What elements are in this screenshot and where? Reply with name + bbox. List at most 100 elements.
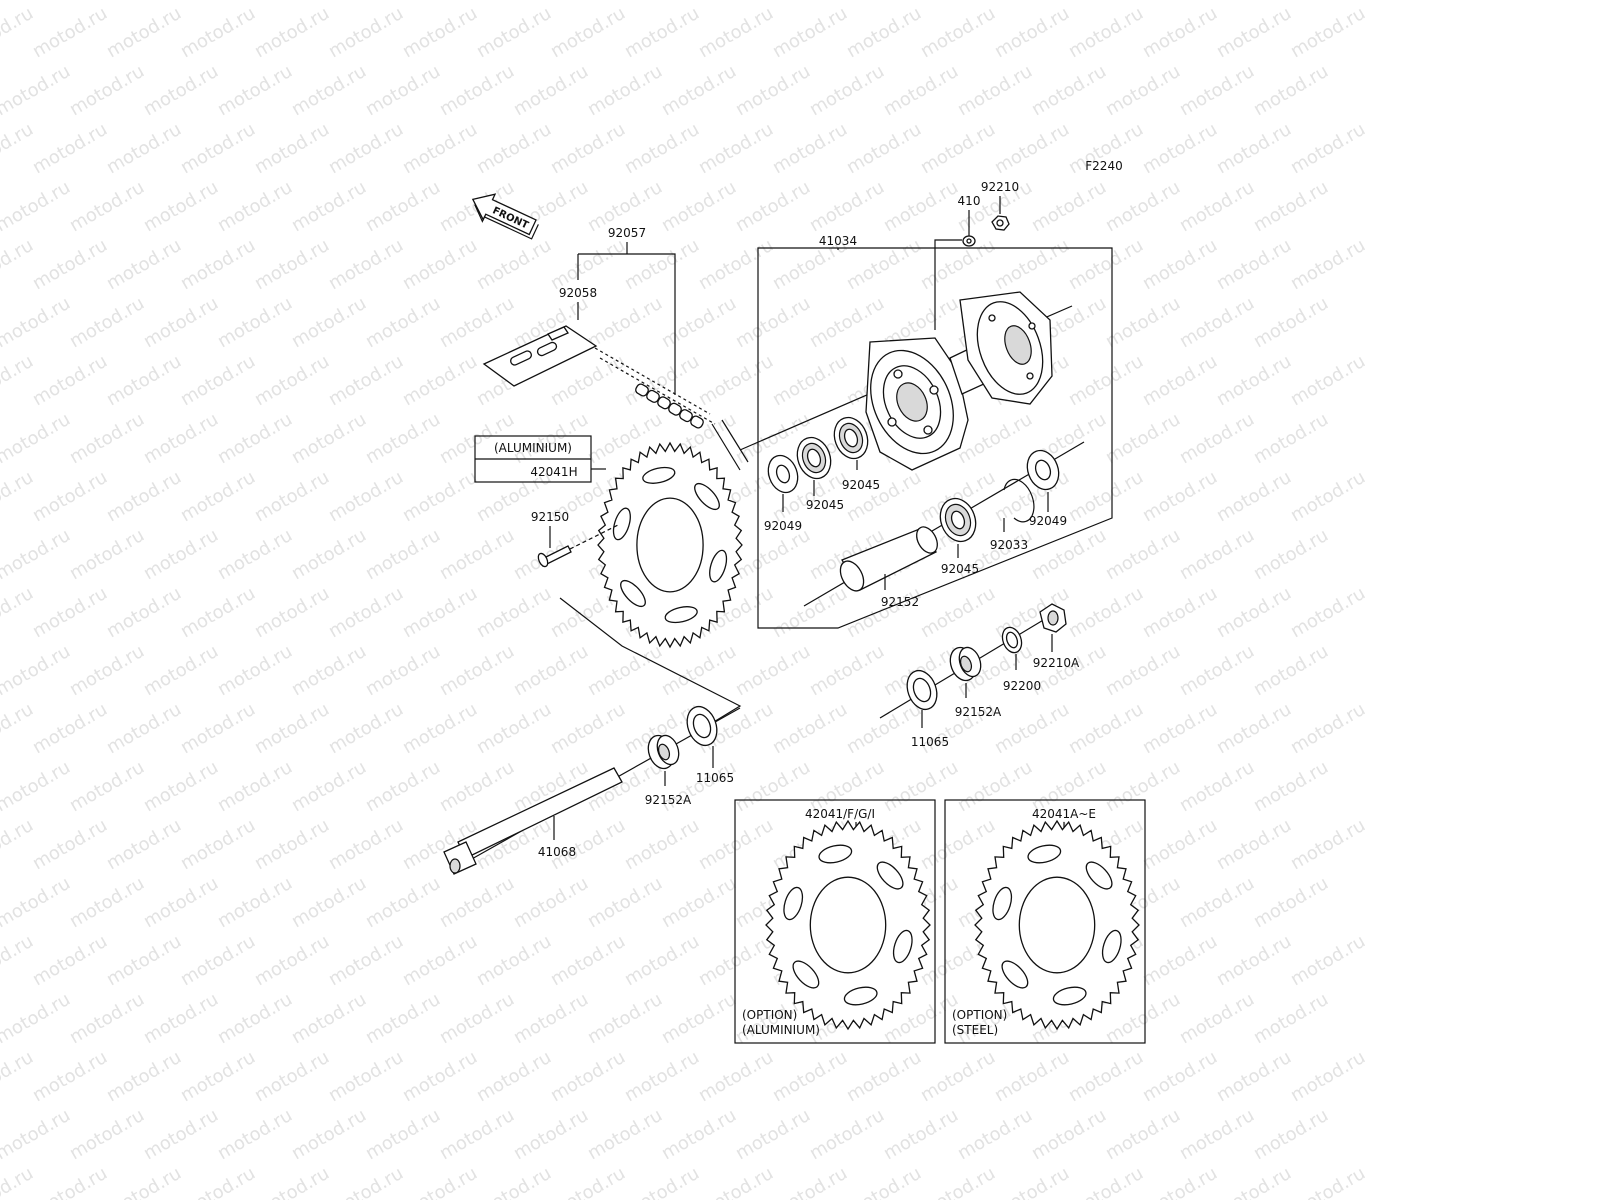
watermark-text: motod.ru	[29, 583, 111, 642]
watermark-text: motod.ru	[954, 757, 1036, 816]
watermark-text: motod.ru	[843, 583, 925, 642]
watermark-text: motod.ru	[436, 0, 518, 4]
watermark-text: motod.ru	[1250, 409, 1332, 468]
chain-link	[668, 402, 682, 416]
watermark-text: motod.ru	[1065, 1047, 1147, 1106]
watermark-text: motod.ru	[0, 989, 74, 1048]
watermark-text: motod.ru	[1287, 1163, 1369, 1200]
watermark-text: motod.ru	[584, 873, 666, 932]
watermark-text: motod.ru	[436, 293, 518, 352]
watermark-text: motod.ru	[362, 525, 444, 584]
watermark-text: motod.ru	[29, 1163, 111, 1200]
watermark-text: motod.ru	[1213, 1163, 1295, 1200]
watermark-text: motod.ru	[214, 409, 296, 468]
watermark-text: motod.ru	[66, 757, 148, 816]
watermark-text: motod.ru	[473, 583, 555, 642]
sprocket-hole	[1001, 960, 1029, 989]
sprocket-hole	[992, 886, 1013, 921]
watermark-text: motod.ru	[251, 583, 333, 642]
rear-sprocket	[597, 441, 743, 649]
sprocket-center	[809, 876, 887, 974]
watermark-text: motod.ru	[769, 1047, 851, 1106]
watermark-text: motod.ru	[0, 467, 37, 526]
watermark-text: motod.ru	[991, 119, 1073, 178]
watermark-text: motod.ru	[29, 815, 111, 874]
label-41068: 41068	[538, 845, 576, 859]
watermark-text: motod.ru	[1213, 235, 1295, 294]
watermark-text: motod.ru	[991, 3, 1073, 62]
label-option-steel-line2: (STEEL)	[952, 1023, 998, 1037]
watermark-text: motod.ru	[436, 641, 518, 700]
label-11065-lower: 11065	[696, 771, 734, 785]
label-option-aluminium-part: 42041/F/G/I	[805, 807, 875, 821]
watermark-text: motod.ru	[1213, 699, 1295, 758]
label-option-aluminium-line2: (ALUMINIUM)	[742, 1023, 820, 1037]
watermark-text: motod.ru	[1287, 815, 1369, 874]
watermark-text: motod.ru	[0, 61, 74, 120]
watermark-text: motod.ru	[547, 1163, 629, 1200]
watermark-text: motod.ru	[547, 3, 629, 62]
label-92045-a: 92045	[806, 498, 844, 512]
label-41034: 41034	[819, 234, 857, 248]
watermark-text: motod.ru	[732, 525, 814, 584]
watermark-text: motod.ru	[584, 61, 666, 120]
watermark-text: motod.ru	[325, 119, 407, 178]
watermark-text: motod.ru	[1028, 0, 1110, 4]
watermark-text: motod.ru	[584, 293, 666, 352]
watermark-text: motod.ru	[362, 641, 444, 700]
drive-chain	[594, 347, 749, 471]
watermark-text: motod.ru	[399, 583, 481, 642]
watermark-text: motod.ru	[1250, 0, 1332, 4]
watermark-text: motod.ru	[695, 1047, 777, 1106]
watermark-text: motod.ru	[1065, 1163, 1147, 1200]
watermark-text: motod.ru	[66, 177, 148, 236]
watermark-text: motod.ru	[843, 467, 925, 526]
sprocket-hole	[1101, 929, 1122, 964]
sprocket-hole	[792, 960, 820, 989]
watermark-text: motod.ru	[251, 1163, 333, 1200]
master-link-kit	[482, 325, 598, 387]
watermark-text: motod.ru	[621, 815, 703, 874]
watermark-text: motod.ru	[621, 3, 703, 62]
watermark-text: motod.ru	[843, 1047, 925, 1106]
watermark-text: motod.ru	[1176, 177, 1258, 236]
watermark-text: motod.ru	[177, 1047, 259, 1106]
spacer-and-seals: 92152 92045 92033 92049	[803, 441, 1085, 609]
watermark-text: motod.ru	[1213, 119, 1295, 178]
watermark-text: motod.ru	[806, 61, 888, 120]
watermark-text: motod.ru	[214, 757, 296, 816]
watermark-text: motod.ru	[251, 699, 333, 758]
watermark-text: motod.ru	[103, 1163, 185, 1200]
watermark-text: motod.ru	[1065, 583, 1147, 642]
watermark-text: motod.ru	[251, 467, 333, 526]
label-92152: 92152	[881, 595, 919, 609]
watermark-text: motod.ru	[0, 1047, 37, 1106]
watermark-text: motod.ru	[732, 757, 814, 816]
watermark-text: motod.ru	[954, 1105, 1036, 1164]
watermark-text: motod.ru	[288, 293, 370, 352]
watermark-text: motod.ru	[288, 641, 370, 700]
watermark-text: motod.ru	[177, 235, 259, 294]
watermark-text: motod.ru	[1250, 873, 1332, 932]
watermark-text: motod.ru	[0, 3, 37, 62]
watermark-text: motod.ru	[0, 351, 37, 410]
watermark-text: motod.ru	[177, 3, 259, 62]
watermark-text: motod.ru	[214, 293, 296, 352]
watermark-text: motod.ru	[1250, 525, 1332, 584]
watermark-text: motod.ru	[1065, 699, 1147, 758]
watermark-text: motod.ru	[140, 641, 222, 700]
watermark-text: motod.ru	[103, 1047, 185, 1106]
watermark-text: motod.ru	[1176, 873, 1258, 932]
watermark-text: motod.ru	[103, 235, 185, 294]
watermark-text: motod.ru	[510, 641, 592, 700]
watermark-text: motod.ru	[103, 815, 185, 874]
watermark-text: motod.ru	[214, 177, 296, 236]
chain-link	[646, 389, 660, 403]
watermark-text: motod.ru	[140, 177, 222, 236]
watermark-text: motod.ru	[325, 699, 407, 758]
watermark-text: motod.ru	[1102, 525, 1184, 584]
watermark-text: motod.ru	[325, 467, 407, 526]
watermark-text: motod.ru	[362, 61, 444, 120]
watermark-text: motod.ru	[288, 525, 370, 584]
